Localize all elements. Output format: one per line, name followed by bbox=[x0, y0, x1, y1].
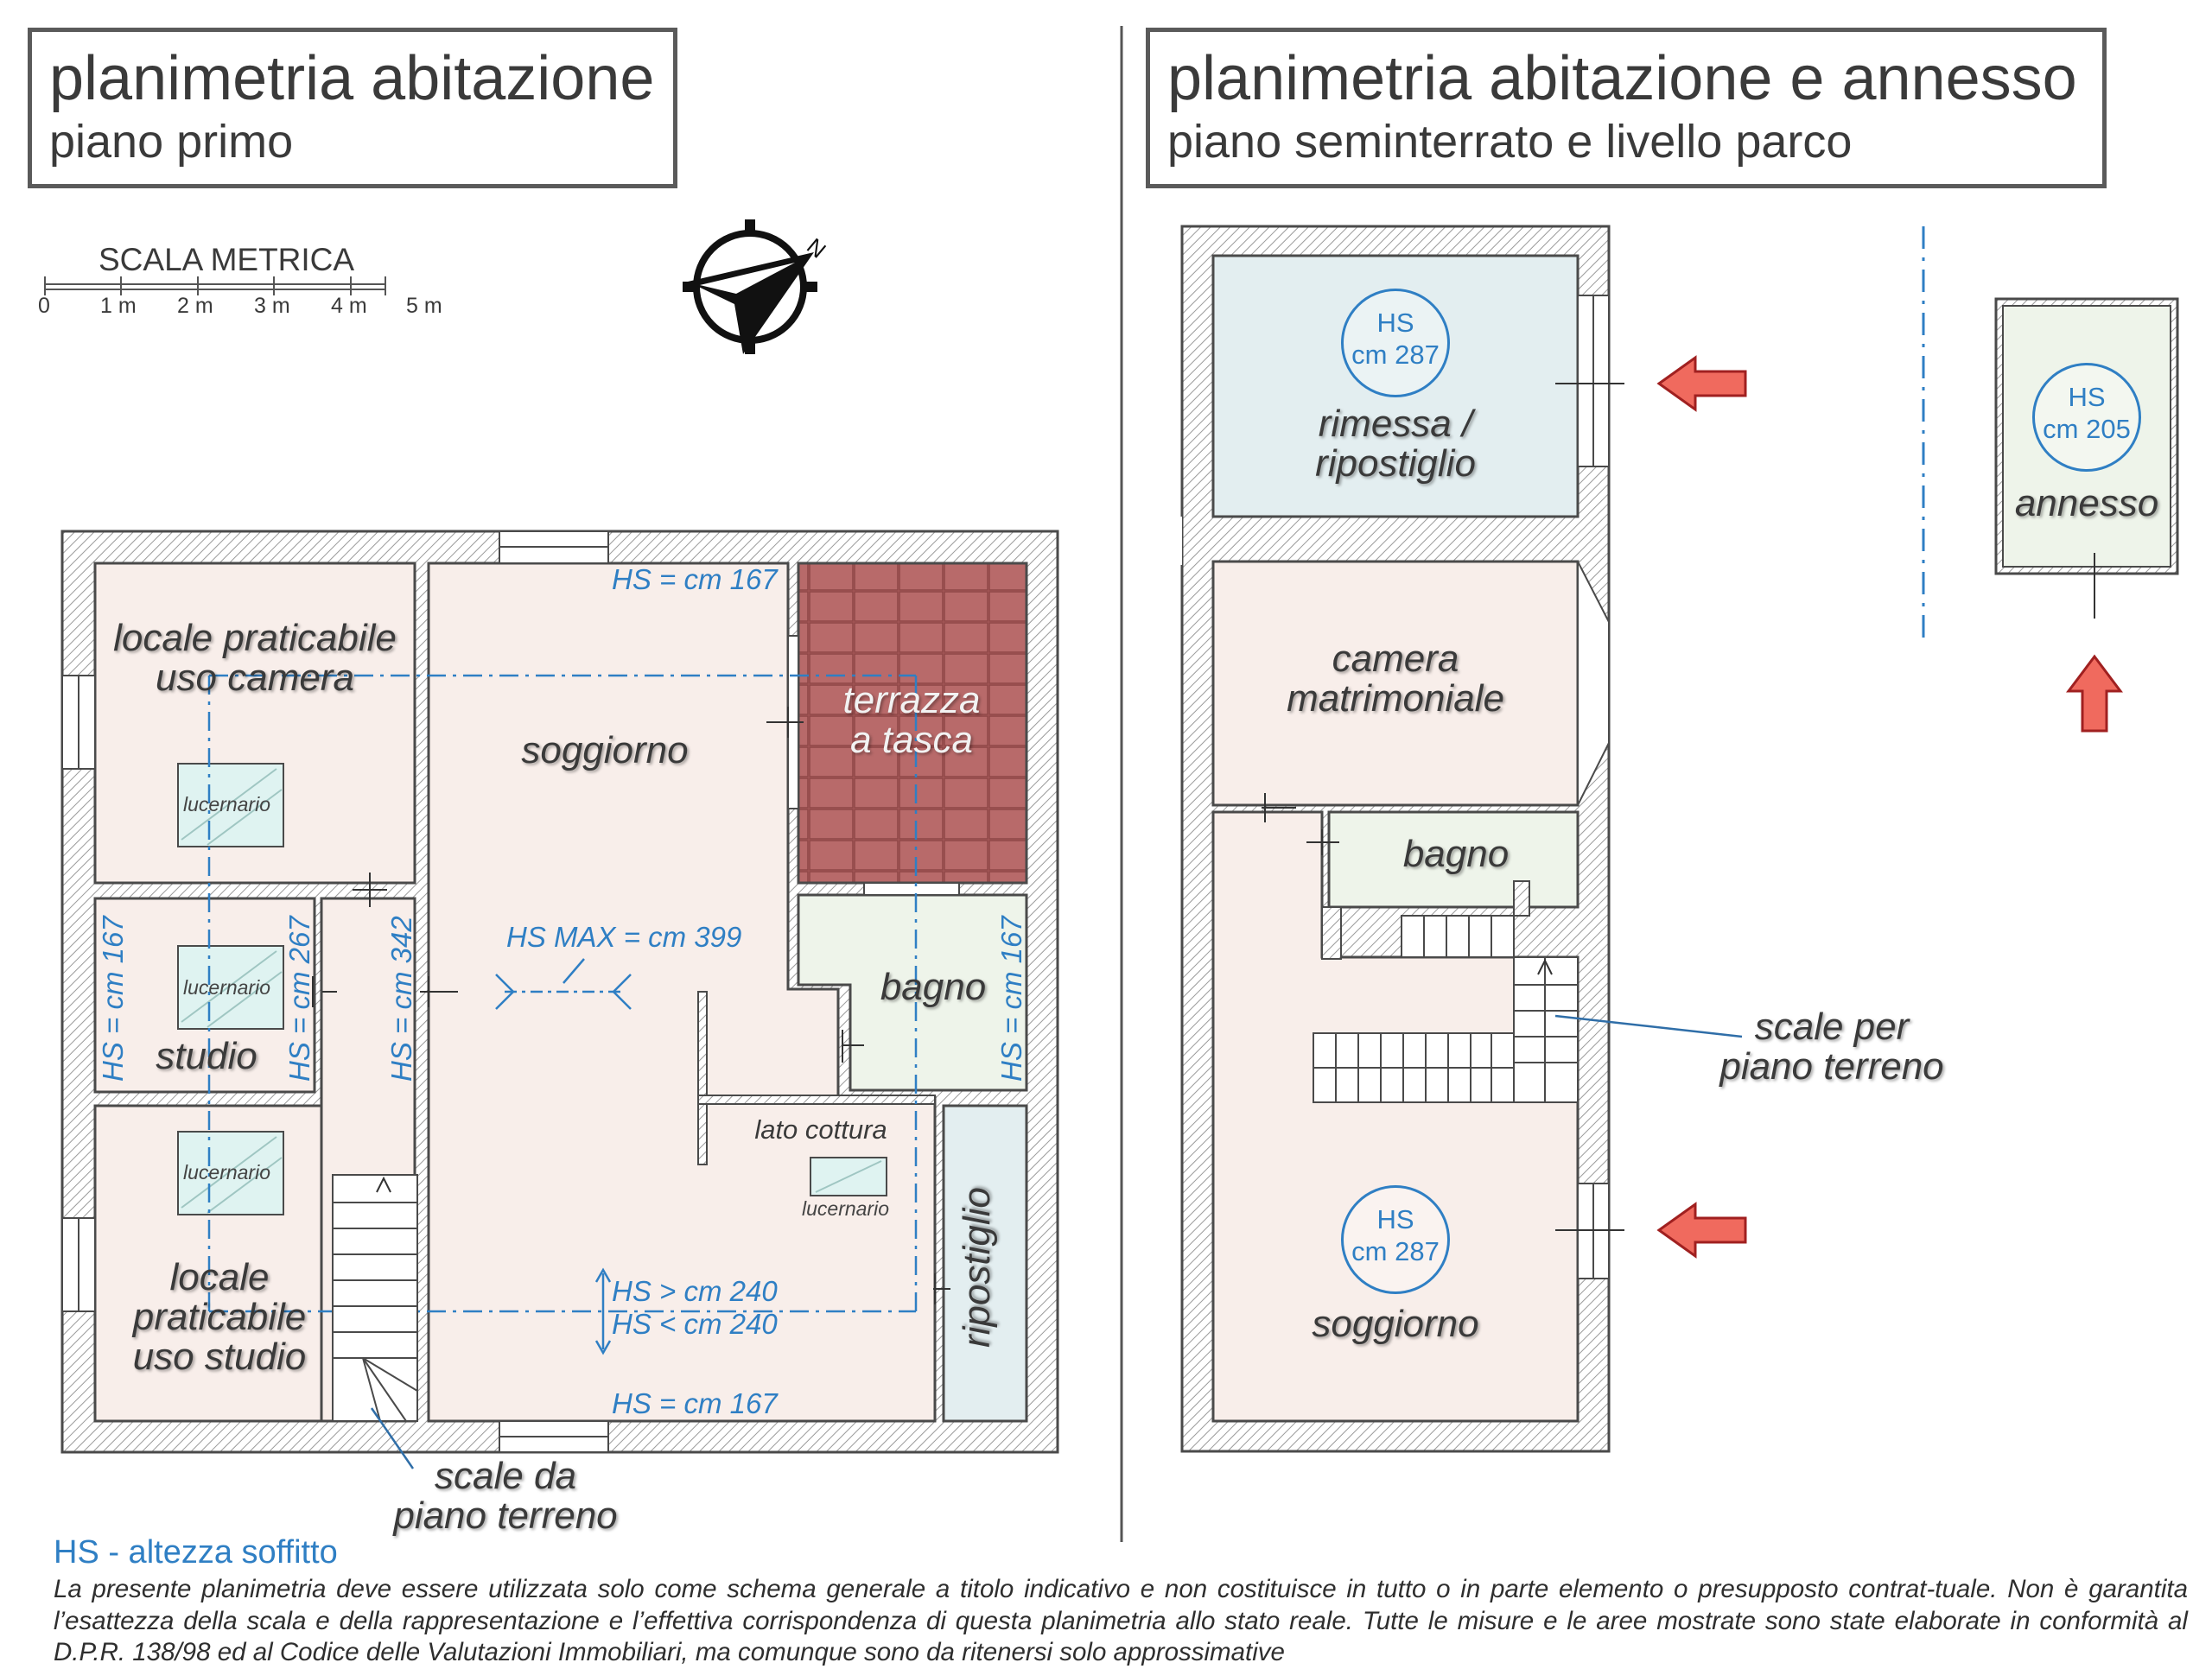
hs-badge-soggiorno-line1: HS bbox=[1376, 1204, 1414, 1234]
room-label-soggiorno: soggiorno bbox=[521, 729, 689, 771]
hs-left: HS = cm 167 bbox=[97, 916, 129, 1082]
kitchen-partition-h bbox=[697, 1095, 936, 1105]
hs-badge-annesso-line1: HS bbox=[2068, 382, 2106, 412]
scale-tick-4: 4 m bbox=[331, 294, 367, 318]
skylight-label-camera: lucernario bbox=[183, 793, 270, 815]
right-stairs-upper bbox=[1401, 915, 1515, 958]
arrow-entrance-rimessa bbox=[1656, 355, 1747, 412]
hs-lt240: HS < cm 240 bbox=[612, 1308, 778, 1340]
arrow-entrance-annesso bbox=[2066, 654, 2123, 733]
hs-badge-soggiorno: HS cm 287 bbox=[1341, 1185, 1450, 1294]
hs-badge-rimessa-line2: cm 287 bbox=[1351, 340, 1440, 371]
height-reference-lines bbox=[207, 674, 918, 1313]
room-bagno-right-floor bbox=[1327, 810, 1580, 909]
hs-bottom: HS = cm 167 bbox=[612, 1387, 778, 1419]
hs-studio: HS = cm 267 bbox=[283, 916, 315, 1082]
room-label-annesso: annesso bbox=[2014, 482, 2159, 524]
right-stairs-lower-treads bbox=[1313, 1033, 1514, 1102]
left-plan-title: planimetria abitazione bbox=[49, 44, 655, 113]
right-floor-plan bbox=[1165, 225, 2179, 1453]
bay-window bbox=[1577, 561, 1610, 806]
metric-scale-bar bbox=[44, 276, 386, 295]
hs-badge-annesso: HS cm 205 bbox=[2032, 363, 2141, 472]
right-title-box: planimetria abitazione e annesso piano s… bbox=[1146, 28, 2107, 188]
stairs-leader-left bbox=[370, 1407, 415, 1469]
room-ripostiglio-floor bbox=[942, 1104, 1028, 1423]
scale-tick-5: 5 m bbox=[406, 294, 442, 318]
room-label-soggiorno-right: soggiorno bbox=[1312, 1303, 1479, 1345]
room-label-bagno-right: bagno bbox=[1402, 833, 1510, 875]
terrace-floor bbox=[797, 562, 1028, 885]
bagno-window bbox=[863, 882, 960, 896]
left-title-box: planimetria abitazione piano primo bbox=[28, 28, 677, 188]
right-gap bbox=[1165, 517, 1182, 565]
left-stairs-arrow bbox=[376, 1176, 391, 1193]
left-stairs-treads bbox=[333, 1202, 418, 1422]
scale-label: SCALA METRICA bbox=[99, 242, 355, 277]
right-stairs-arrow bbox=[1537, 958, 1553, 975]
hs-bagno: HS = cm 167 bbox=[995, 916, 1027, 1082]
room-label-rimessa: rimessa / ripostiglio bbox=[1315, 403, 1476, 485]
stairs-label-left: scale da piano terreno bbox=[393, 1455, 618, 1538]
legend-hs: HS - altezza soffitto bbox=[54, 1534, 338, 1571]
hs-badge-annesso-line2: cm 205 bbox=[2043, 414, 2131, 445]
right-stairs-upper-treads bbox=[1423, 916, 1492, 957]
right-door-marks bbox=[1262, 383, 1624, 1231]
right-stairs-landing-treads bbox=[1514, 957, 1578, 1102]
room-label-bagno: bagno bbox=[880, 966, 987, 1008]
skylight-label-locale-studio: lucernario bbox=[183, 1161, 270, 1184]
left-stairs bbox=[332, 1174, 418, 1422]
skylight-label-studio: lucernario bbox=[183, 976, 270, 999]
left-floor-plan: N bbox=[44, 219, 1059, 1469]
room-bagno-floor bbox=[797, 893, 1028, 1092]
room-label-camera: locale praticabile uso camera bbox=[113, 617, 397, 700]
hs-top: HS = cm 167 bbox=[612, 563, 778, 595]
hs-gt240: HS > cm 240 bbox=[612, 1275, 778, 1307]
stairs-leader-right bbox=[1554, 1014, 1743, 1038]
scale-tick-1: 1 m bbox=[100, 294, 137, 318]
hs-badge-rimessa: HS cm 287 bbox=[1341, 289, 1450, 397]
room-camera-matrimoniale-floor bbox=[1211, 560, 1580, 807]
left-plan-subtitle: piano primo bbox=[49, 116, 294, 168]
skylight-label-cottura: lucernario bbox=[802, 1197, 889, 1220]
room-label-ripostiglio: ripostiglio bbox=[956, 1187, 998, 1348]
arrow-entrance-soggiorno bbox=[1656, 1202, 1747, 1259]
stairs-label-right: scale per piano terreno bbox=[1719, 1006, 1944, 1088]
door-marks bbox=[312, 707, 950, 1304]
bagno-wall-2 bbox=[1513, 880, 1530, 917]
room-label-terrazza: terrazza a tasca bbox=[842, 679, 981, 762]
skylight-hatching bbox=[181, 768, 882, 1214]
scale-tick-3: 3 m bbox=[254, 294, 290, 318]
entrance-arrows bbox=[1656, 355, 2123, 1259]
room-label-camera-matrimoniale: camera matrimoniale bbox=[1287, 638, 1504, 720]
north-compass-icon: N bbox=[683, 219, 831, 354]
kitchen-partition bbox=[697, 991, 708, 1165]
hs-max: HS MAX = cm 399 bbox=[506, 921, 742, 953]
scale-tick-2: 2 m bbox=[177, 294, 213, 318]
room-label-studio: studio bbox=[156, 1035, 257, 1077]
right-plan-title: planimetria abitazione e annesso bbox=[1167, 44, 2077, 113]
scale-tick-0: 0 bbox=[38, 294, 50, 318]
hs-max-marker bbox=[495, 958, 632, 1355]
room-label-locale-studio: locale praticabile uso studio bbox=[132, 1256, 307, 1379]
disclaimer-text: La presente planimetria deve essere util… bbox=[54, 1575, 2188, 1667]
hs-corridor: HS = cm 342 bbox=[385, 916, 417, 1082]
right-plan-subtitle: piano seminterrato e livello parco bbox=[1167, 116, 1853, 168]
room-label-lato-cottura: lato cottura bbox=[754, 1114, 887, 1145]
hs-badge-rimessa-line1: HS bbox=[1376, 308, 1414, 338]
hs-badge-soggiorno-line2: cm 287 bbox=[1351, 1236, 1440, 1267]
bagno-wall bbox=[1321, 906, 1342, 960]
